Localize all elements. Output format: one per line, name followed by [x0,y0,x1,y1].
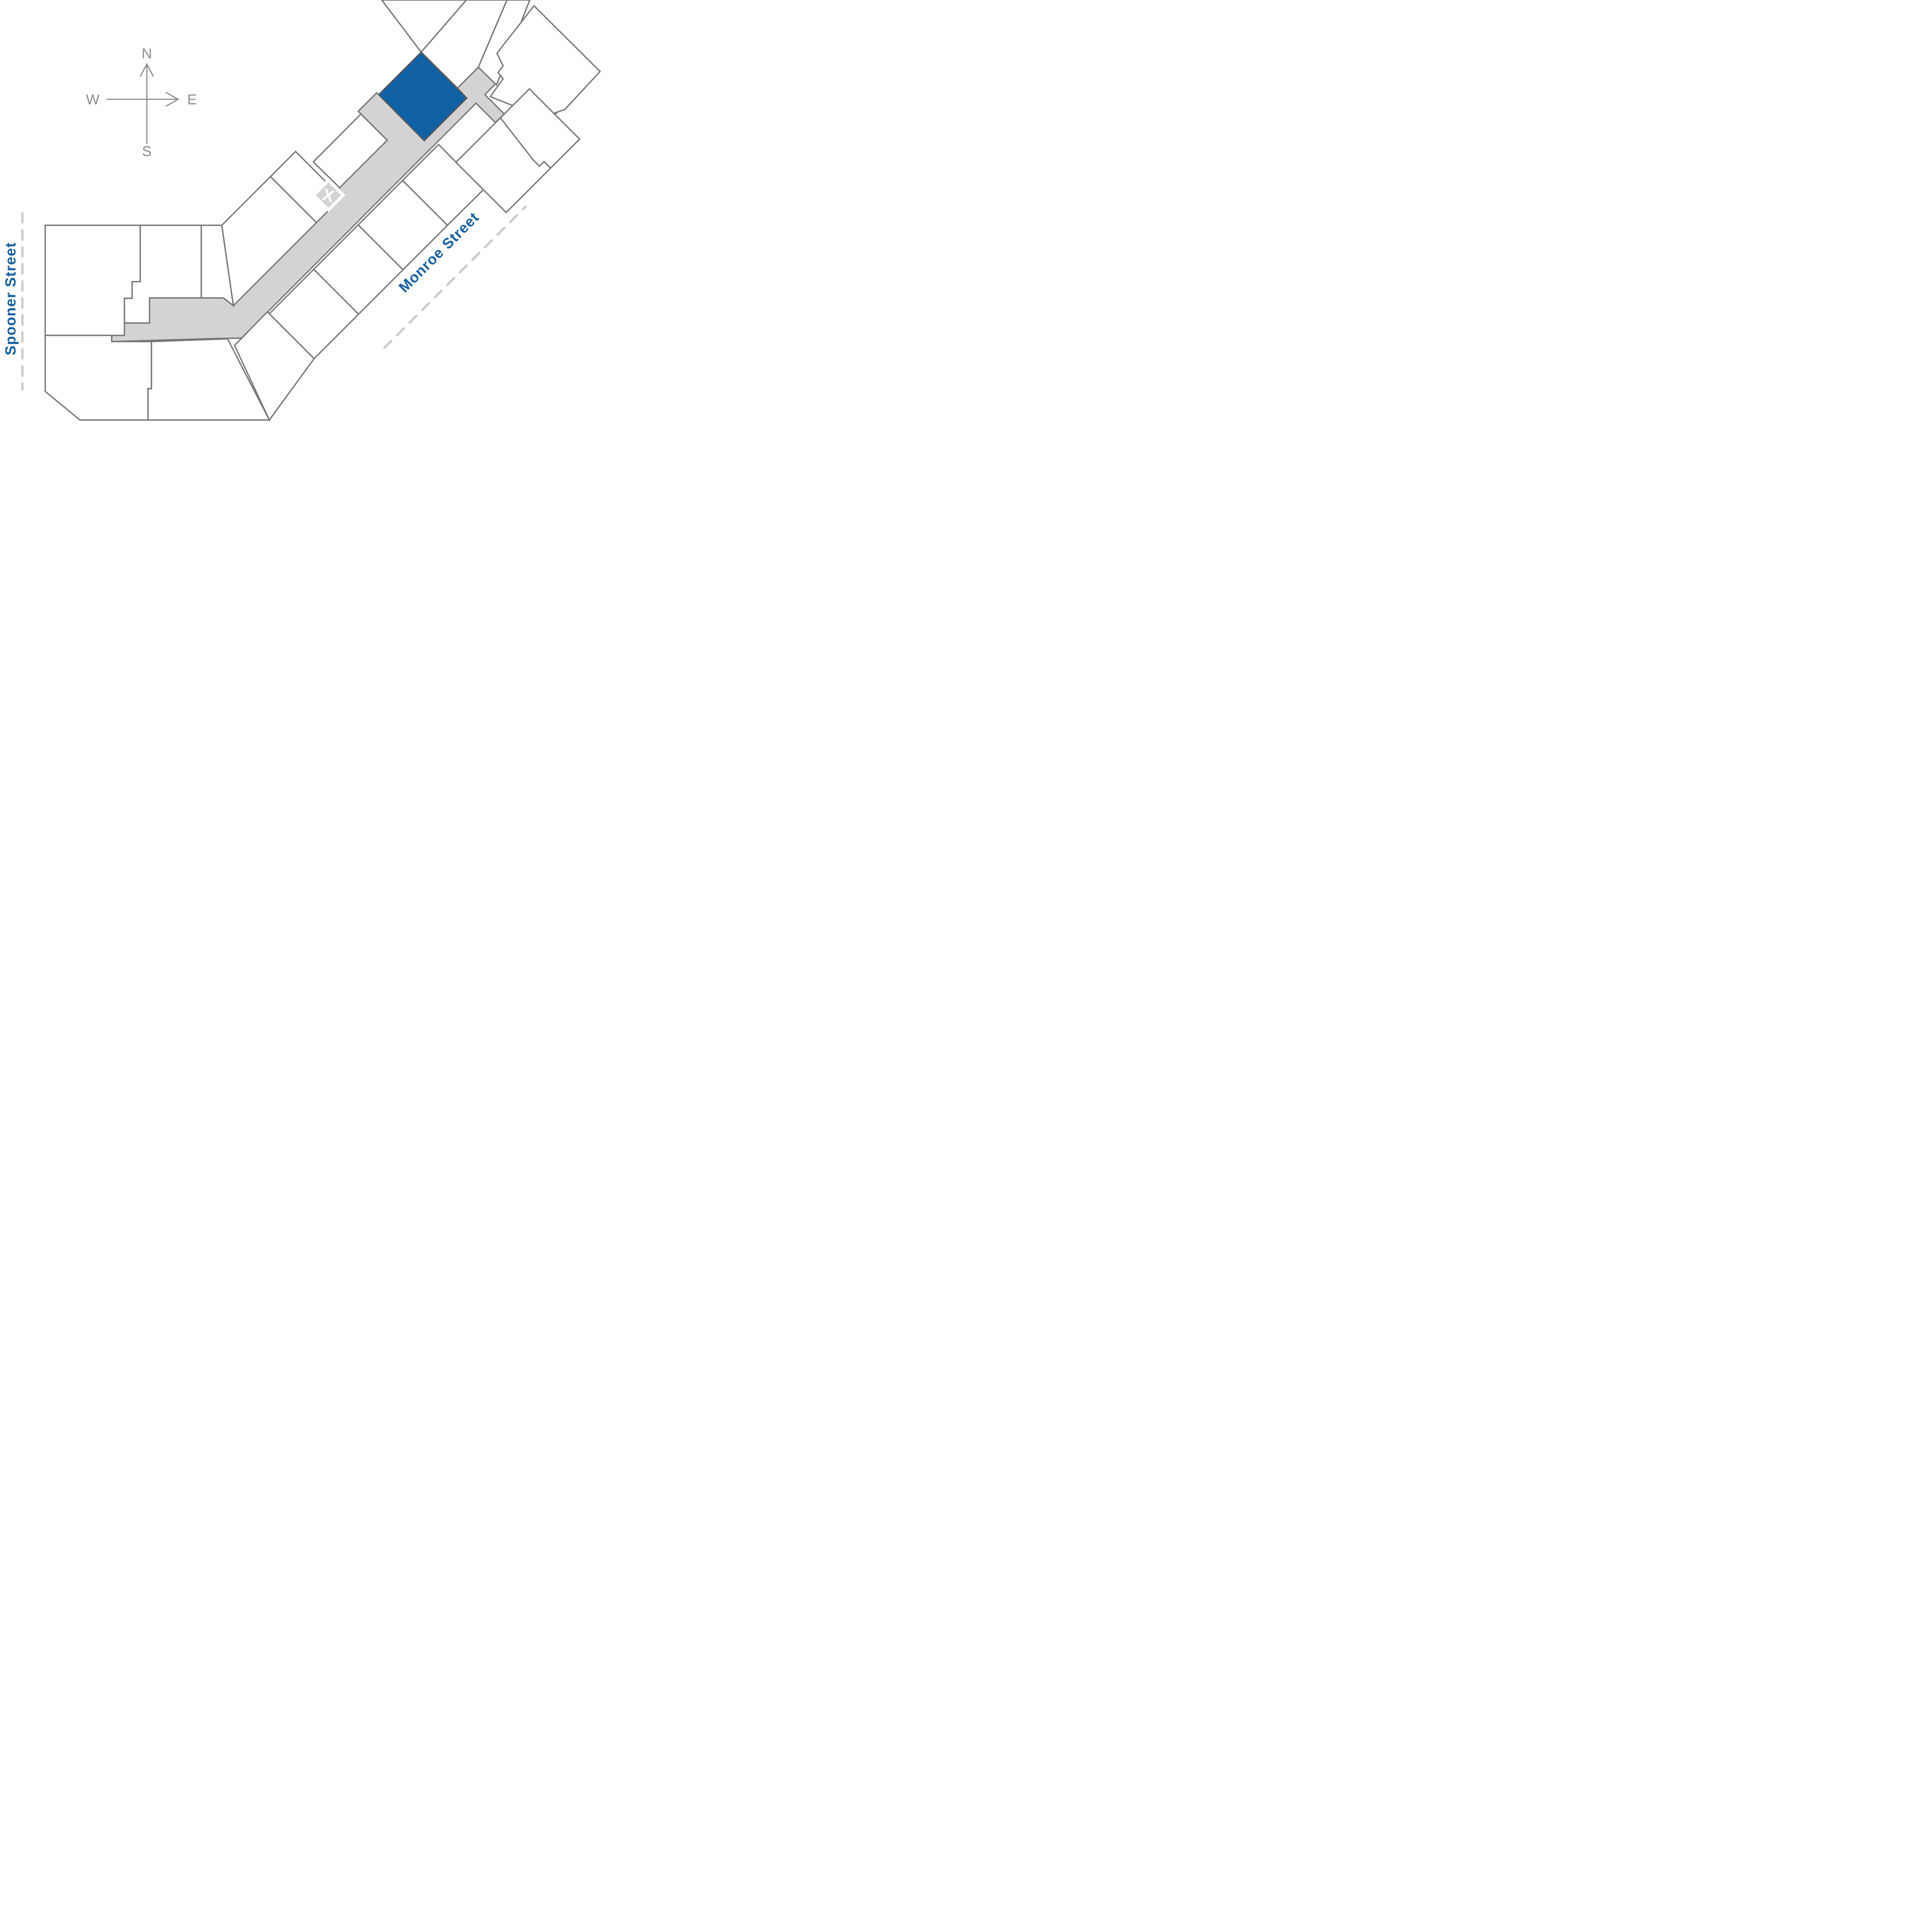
se-unit-6[interactable] [499,88,581,169]
site-plan-map: X N S W E Spooner Street Monroe Street [3,0,601,422]
entrance-x-box [311,178,345,212]
west-unit-3[interactable] [201,224,235,307]
entrance-marker-layer: X [311,178,345,212]
compass-rose: N S W E [86,46,197,159]
building-shapes [44,0,601,422]
top-unit-2[interactable] [420,0,508,89]
street-dash-layer [21,206,527,391]
compass-label-south: S [142,143,152,159]
compass-north-arrowhead-icon [139,63,154,77]
monroe-street-dash-line [383,206,527,349]
compass-label-north: N [142,46,152,61]
top-unit-3[interactable] [477,0,531,87]
compass-label-west: W [86,92,100,107]
anchor-unit[interactable] [489,5,601,119]
entrance-x-marker[interactable]: X [311,178,345,212]
compass-label-east: E [187,92,197,107]
west-unit-5[interactable] [147,338,270,421]
compass-east-arrowhead-icon [165,92,180,107]
highlight-unit[interactable] [378,51,468,142]
nw-unit-3[interactable] [312,113,388,189]
spooner-street-label: Spooner Street [3,242,19,355]
site-plan-page: X N S W E Spooner Street Monroe Street [0,0,606,422]
west-unit-4[interactable] [44,335,152,421]
